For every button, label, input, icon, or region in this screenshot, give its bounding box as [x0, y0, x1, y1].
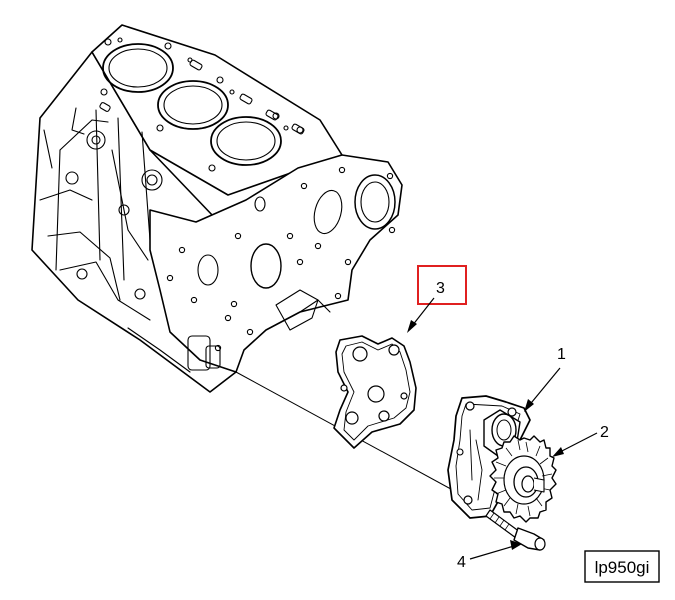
callout-1-leader: [526, 367, 561, 409]
callout-2-arrowhead: [552, 447, 564, 457]
callout-1-arrowhead: [524, 399, 534, 412]
oil-pump: [447, 395, 531, 519]
engine-block-detail: [39, 37, 396, 373]
engine-block: [31, 24, 403, 393]
callout-3-arrowhead: [407, 320, 417, 333]
figure-id-label: lp950gi: [595, 558, 650, 577]
callout-1: 1: [524, 346, 566, 412]
callout-4-label: 4: [457, 554, 466, 571]
callout-2: 2: [552, 424, 609, 457]
figure-id-box: lp950gi: [584, 550, 660, 583]
pump-gear: [489, 435, 557, 523]
callout-3-leader: [411, 297, 435, 327]
callout-4-arrowhead: [510, 540, 522, 550]
callout-3-highlight-box: [417, 265, 467, 305]
callout-2-label: 2: [600, 424, 609, 441]
callout-3-label: 3: [436, 280, 445, 297]
bolt: [485, 509, 546, 551]
callout-3: 3: [407, 265, 467, 333]
callout-4-leader: [469, 545, 515, 560]
callout-1-label: 1: [557, 346, 566, 363]
callout-4: 4: [457, 540, 522, 571]
callout-2-leader: [557, 432, 598, 454]
figure-id-frame: [584, 550, 660, 583]
gasket: [333, 335, 417, 449]
